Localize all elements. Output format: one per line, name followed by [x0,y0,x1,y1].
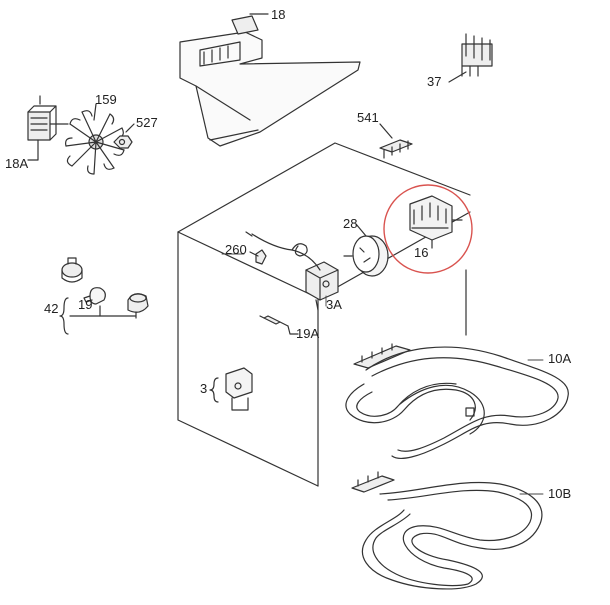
label-3a: 3A [326,297,342,312]
label-541: 541 [357,110,379,125]
label-28: 28 [343,216,358,231]
selector-switch-icon [409,195,463,249]
label-10a: 10A [548,351,572,366]
label-19a: 19A [296,326,320,341]
fan-blade-icon [65,103,125,175]
connector-icon [379,123,413,159]
label-18a: 18A [5,156,29,171]
fan-motor-icon [27,95,69,161]
lamp-assembly-icon [61,257,83,283]
leader-lines [221,253,544,495]
label-159: 159 [95,92,117,107]
timer-icon [343,223,389,277]
label-19: 19 [78,297,93,312]
terminal-block-icon [448,33,493,83]
label-260: 260 [225,242,247,257]
label-16: 16 [414,245,429,260]
thermostat-icon [245,231,339,311]
grill-element-icon [345,343,569,459]
bulb-icon [83,287,106,305]
bracket-42 [59,297,69,335]
clip-icon [249,249,267,265]
safety-thermostat-icon [209,367,253,411]
label-37: 37 [427,74,442,89]
bottom-element-icon [351,471,543,590]
label-42: 42 [44,301,59,316]
lamp-cover-icon [127,293,149,319]
label-10b: 10B [548,486,572,501]
nut-icon [113,123,135,149]
label-18: 18 [271,7,286,22]
label-527: 527 [136,115,158,130]
highlight-circle [383,184,473,274]
fan-housing-icon [179,13,361,147]
oven-cavity-outline [177,142,471,487]
label-3: 3 [200,381,208,396]
fuse-icon [259,315,299,335]
